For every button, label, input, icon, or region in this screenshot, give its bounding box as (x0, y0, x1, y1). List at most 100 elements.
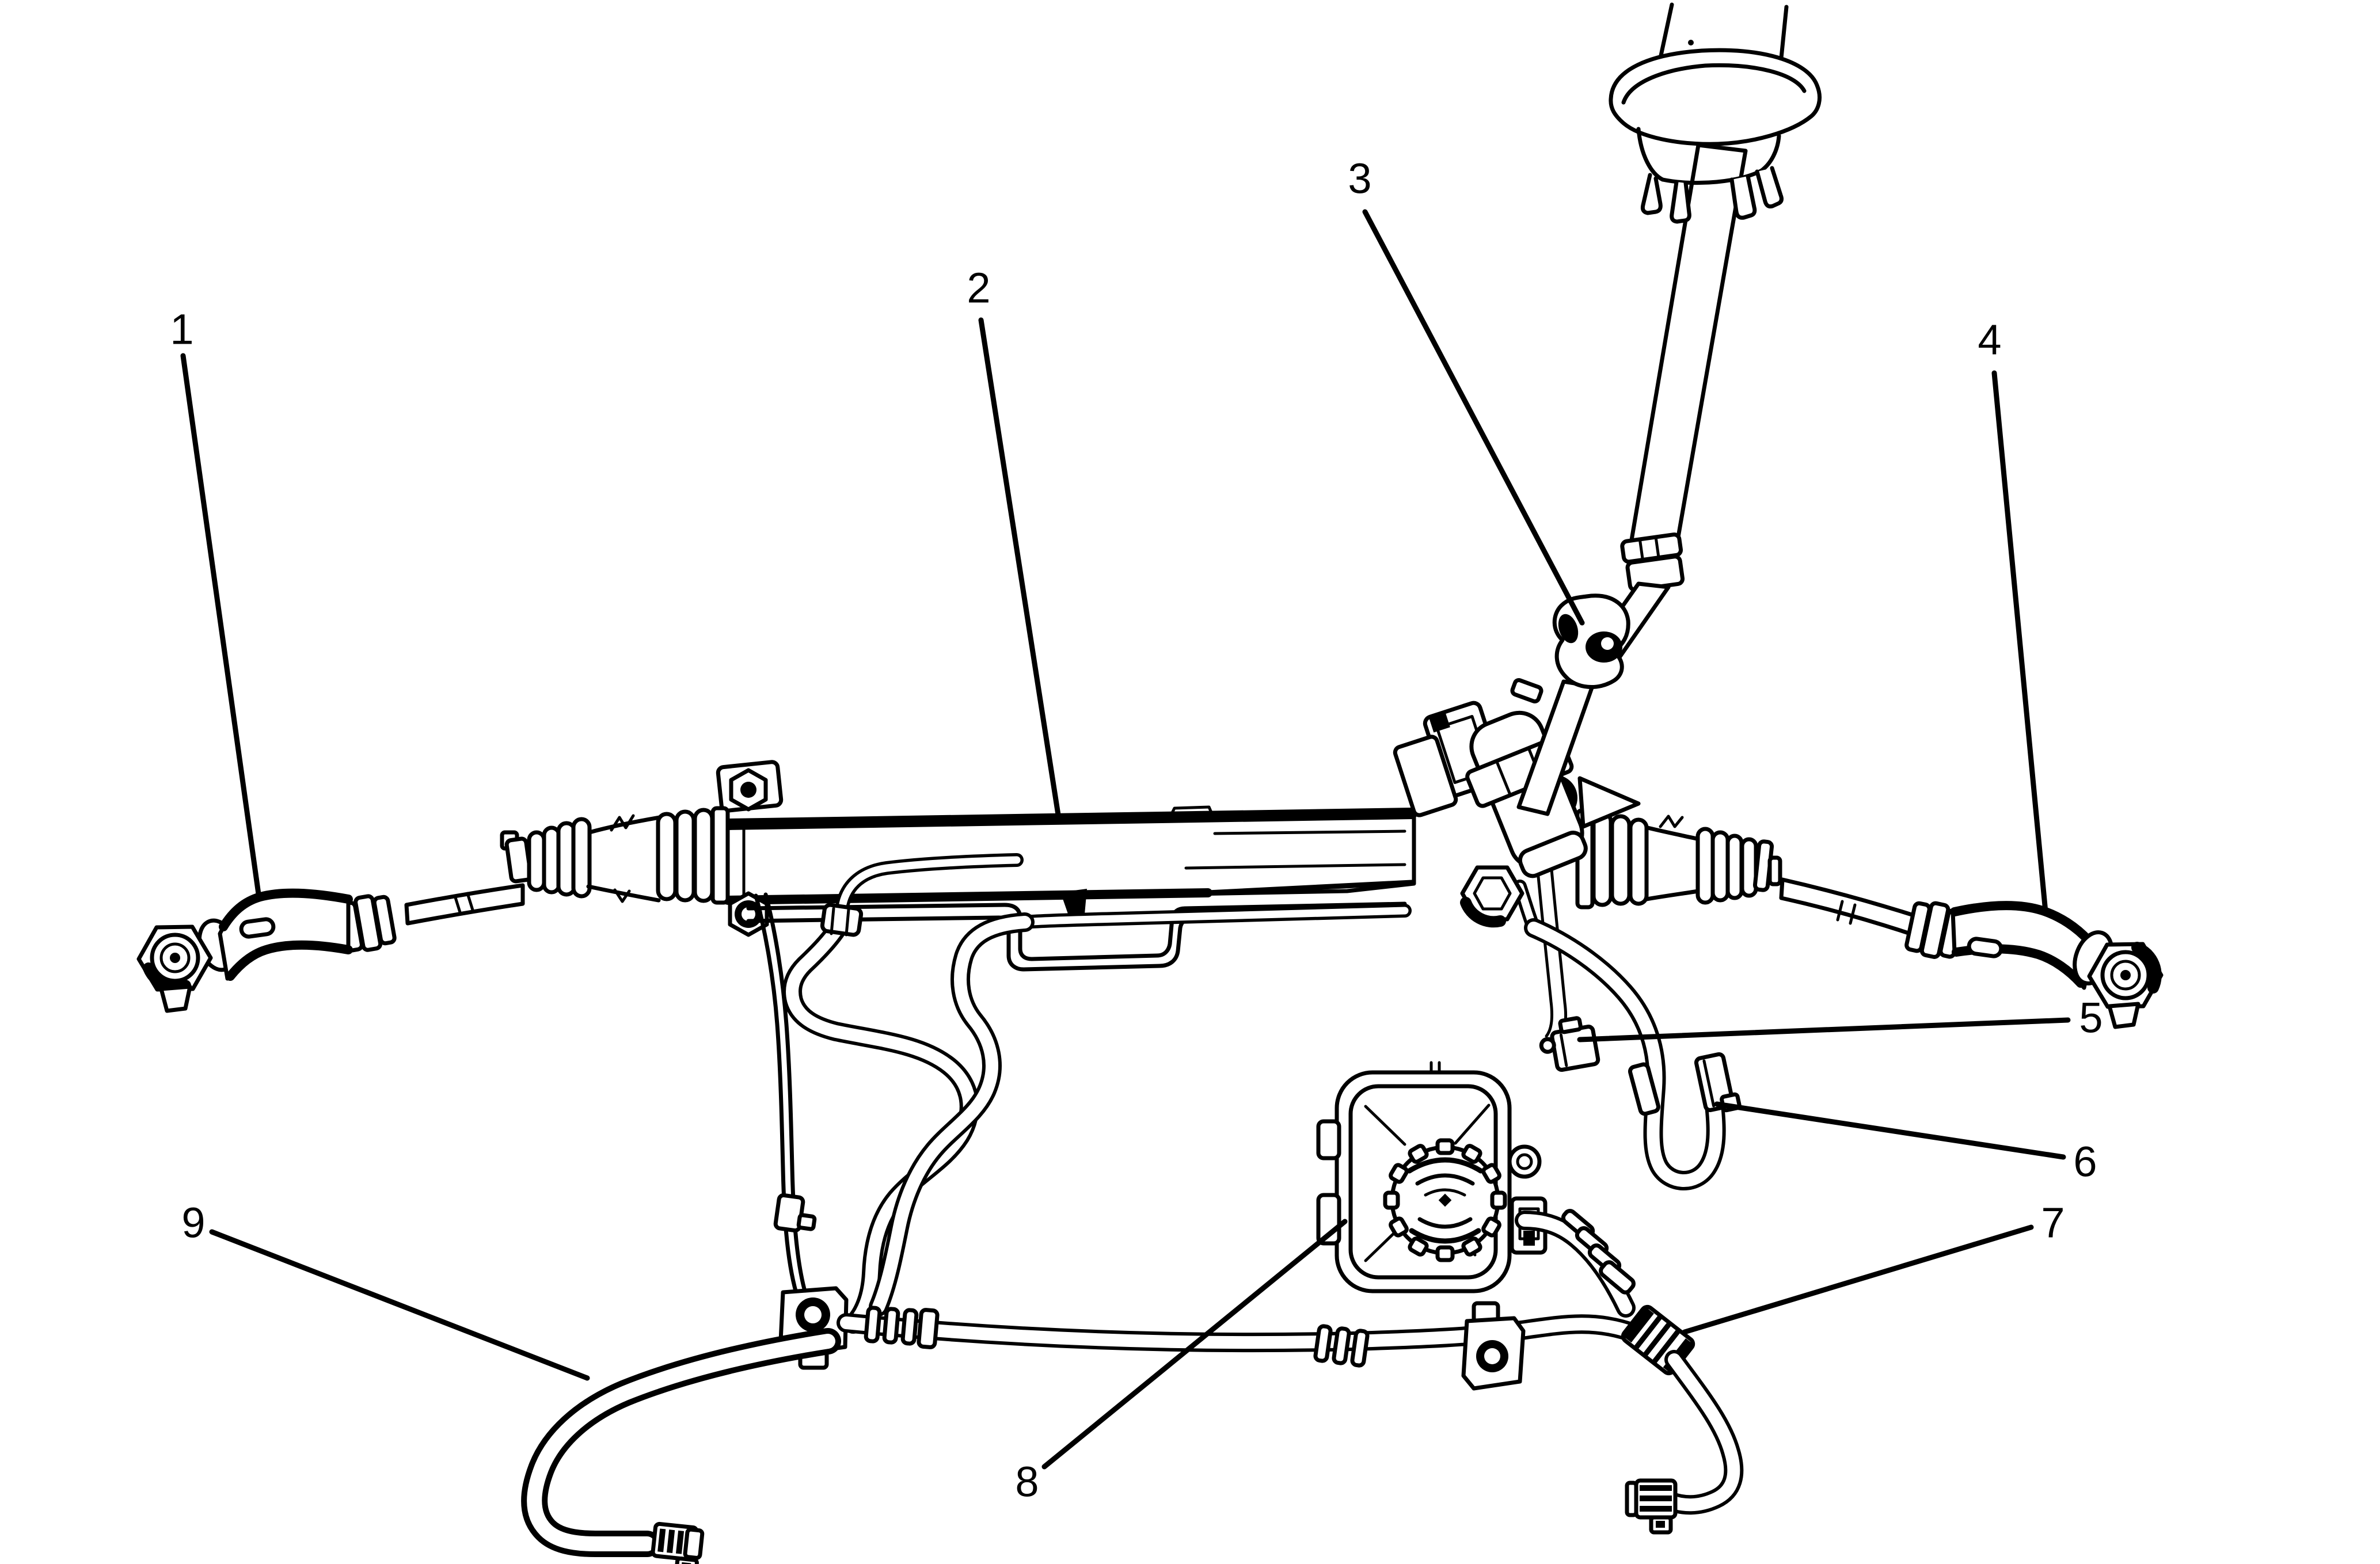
reservoir-bracket (1461, 1301, 1526, 1391)
rack-bottom-edge-right (1205, 880, 1415, 896)
ball-ring-mid (2110, 960, 2141, 991)
fitting-rib (1640, 1495, 1672, 1501)
rack-inner-line-bottom (1184, 863, 1406, 870)
left-outer-tie-rod (136, 888, 353, 1013)
shaft-dot (1688, 40, 1694, 45)
fluid-reservoir (1316, 1061, 1548, 1293)
cap-tooth (1461, 1236, 1482, 1257)
callout-7: 7 (1682, 1199, 2065, 1335)
bell-inner-rim (1621, 63, 1807, 105)
callout-label: 6 (2073, 1138, 2097, 1186)
fitting-rib (657, 1528, 666, 1552)
callout-2: 2 (967, 264, 1062, 825)
hose-a-core (786, 915, 976, 1330)
arm-top-accent (219, 888, 353, 931)
fitting-body-group (1539, 1016, 1600, 1072)
boot-ridge (656, 812, 678, 901)
callout-leader-line (978, 317, 1062, 825)
callout-label: 3 (1348, 155, 1371, 203)
callout-leader-line (1041, 1219, 1348, 1470)
crimp-ring (1332, 1326, 1351, 1365)
arm-top-accent (1950, 901, 2093, 945)
fitting-tab-dark (1656, 1521, 1665, 1528)
supply-hose (837, 1306, 1644, 1368)
cap-center-dot (1438, 1193, 1452, 1207)
cap-chevron-top (1406, 1157, 1484, 1174)
fitting-rib (1643, 1322, 1671, 1357)
fitting-rib (1634, 1315, 1662, 1350)
crimp-ring (900, 1308, 919, 1346)
callout-leader-line (1362, 209, 1585, 626)
collar-facet (1638, 539, 1644, 561)
rack-bottom-edge (724, 888, 1212, 905)
inner-rod-shaft (1779, 877, 1919, 937)
steel-line-b2 (763, 892, 808, 1297)
callout-label: 5 (2079, 994, 2103, 1042)
arm-bottom-accent (226, 940, 353, 981)
collar-facet (1495, 760, 1512, 796)
boot-ridge (571, 817, 592, 899)
ball-ring-mid (159, 942, 191, 973)
clamp-plate2-group (1393, 735, 1458, 817)
boot-jag-top (1659, 815, 1684, 828)
reservoir-port-inner (1516, 1153, 1533, 1170)
bell-skirt-left (1636, 127, 1665, 182)
steel-line (1534, 850, 1554, 1038)
port-dark-detail (1523, 1231, 1535, 1246)
column-dash-bell (1609, 2, 1822, 224)
callout-5: 5 (1577, 994, 2103, 1042)
supply-hose-core (840, 1316, 1640, 1349)
return-end-fitting (1625, 1478, 1678, 1535)
hose-a-outline (782, 911, 979, 1334)
cap-tooth (1435, 1245, 1455, 1262)
cap-tooth (1389, 1216, 1409, 1238)
clamp-bolt (1429, 713, 1450, 733)
rod-flat-mark (1836, 900, 1844, 922)
callout-label: 8 (1015, 1458, 1039, 1506)
callout-label: 1 (170, 306, 193, 353)
fitting-screw (1539, 1037, 1556, 1054)
rack-inner-line-top (1213, 829, 1406, 835)
right-inner-tie-rod (1779, 877, 1964, 959)
ball-stud-base (159, 984, 192, 1013)
left-inner-tie-rod (338, 883, 525, 953)
boot-cone-bottom (1644, 889, 1701, 901)
cooler-hose-core (527, 1334, 835, 1551)
rod-flat-mark (466, 892, 475, 914)
bell-skirt-right (1759, 134, 1781, 173)
collar-band (830, 907, 835, 935)
cap-chevron-bottom (1417, 1217, 1473, 1229)
rack-top-edge (723, 808, 1417, 830)
callout-label: 9 (181, 1199, 205, 1247)
hose-a-upper-pipe-core (839, 856, 1021, 908)
callout-3: 3 (1348, 155, 1585, 626)
bell-prong (1640, 173, 1663, 215)
bracket-hole (804, 1306, 822, 1323)
mount-ear-plate (1577, 776, 1641, 829)
callout-label: 7 (2041, 1199, 2065, 1247)
cap-tooth (1435, 1138, 1455, 1155)
boot-ridge (1610, 814, 1632, 906)
callout-leader-line (209, 1229, 590, 1381)
cap-tooth (1461, 1144, 1482, 1164)
fitting-clip (1628, 1062, 1661, 1116)
bracket-hole (1484, 1348, 1500, 1364)
pressure-return-hoses (754, 853, 1412, 1334)
fitting-rib (1640, 1485, 1672, 1491)
crimp-collar (917, 1308, 940, 1349)
bracket-bolt-lower-hole (742, 907, 755, 921)
rack-mount-wedge (1060, 889, 1087, 919)
boot-cone-top (1645, 825, 1702, 842)
arm-slot-hole (1967, 937, 2003, 958)
callout-1: 1 (170, 306, 262, 901)
cooler-end-fitting (651, 1521, 705, 1564)
boot-ridge (1591, 810, 1613, 907)
callout-leader-line (1682, 1224, 2034, 1335)
boot-ridge (1725, 834, 1744, 900)
hose-c-core (872, 916, 1031, 1313)
cap-tooth (1408, 1144, 1429, 1164)
inner-socket-hex (1460, 865, 1524, 922)
reservoir-cap (1383, 1138, 1507, 1262)
